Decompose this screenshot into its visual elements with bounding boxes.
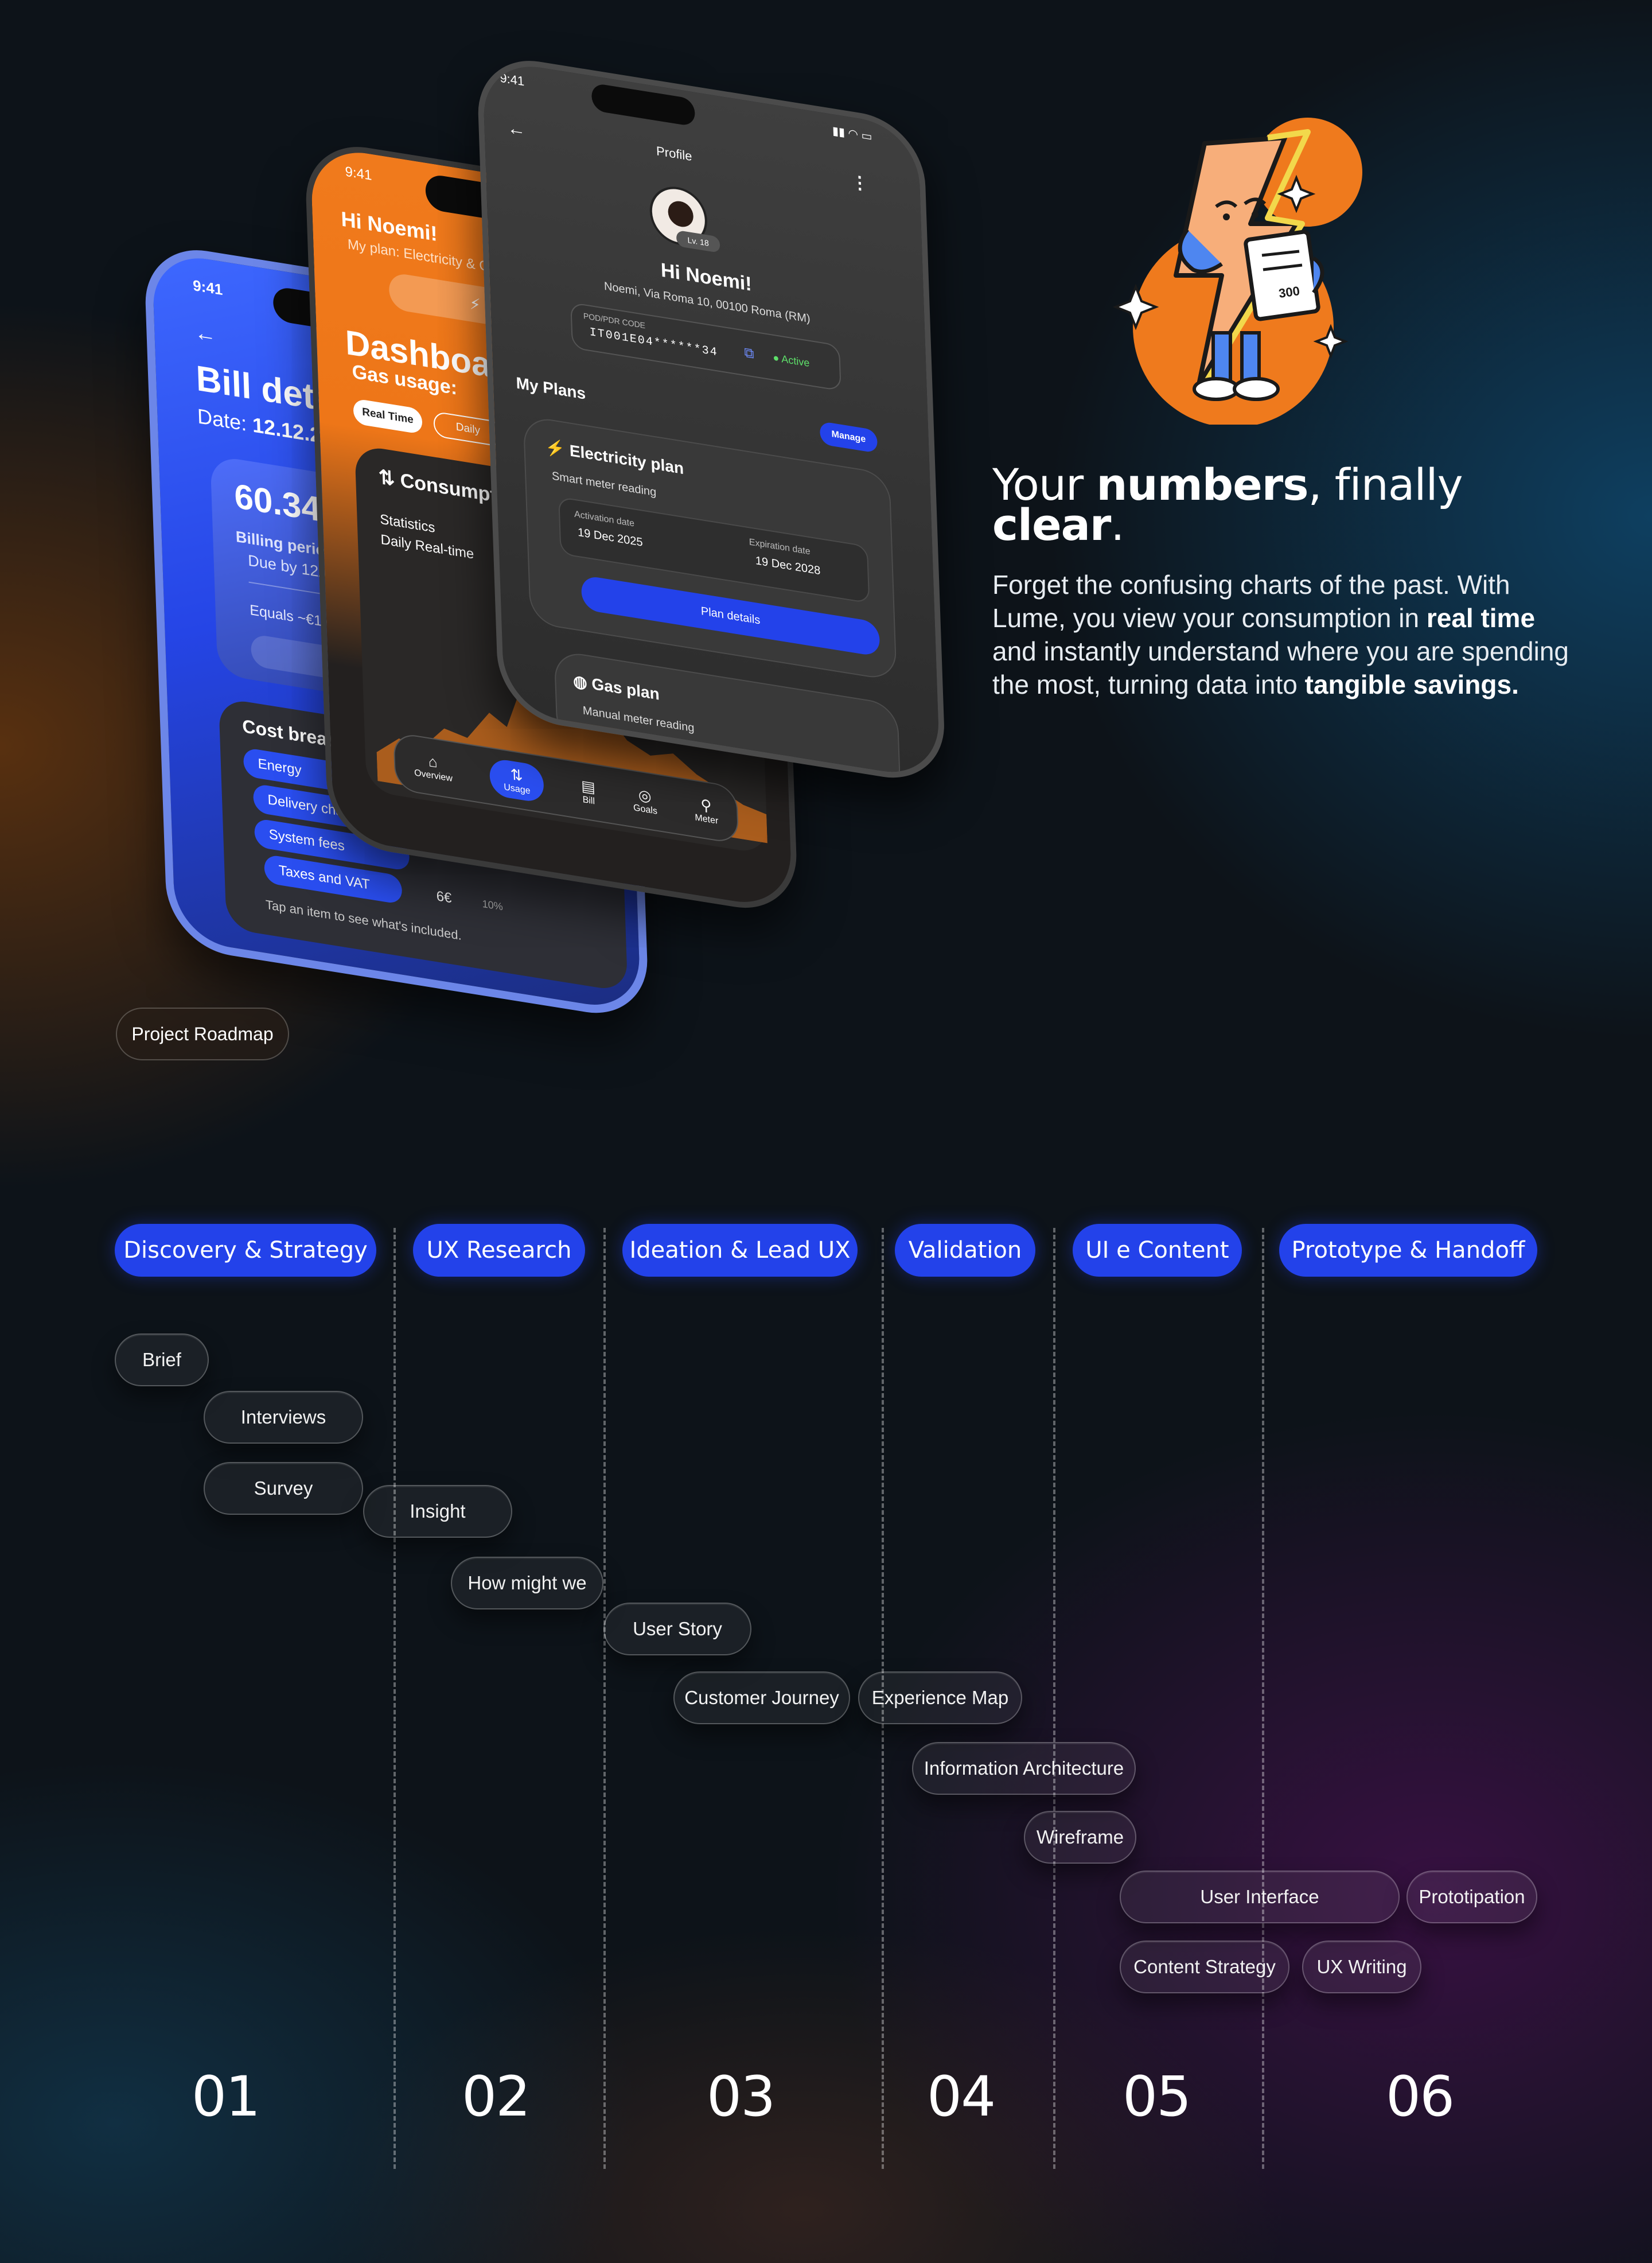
task-experience-map: Experience Map [858,1671,1022,1724]
status-time: 9:41 [192,276,223,299]
task-information-architecture: Information Architecture [912,1742,1136,1795]
phase-number: 05 [1123,2064,1191,2129]
phase-ideation: Ideation & Lead UX [622,1224,858,1277]
task-how-might-we: How might we [451,1557,603,1609]
more-icon[interactable]: ⋮ [851,172,869,195]
phase-prototype: Prototype & Handoff [1279,1224,1537,1277]
signal-battery-icon: ▮▮ ◠ ▭ [832,124,872,144]
task-survey: Survey [204,1462,363,1515]
task-ux-writing: UX Writing [1302,1941,1421,1993]
phase-divider [1262,1228,1264,2169]
phase-discovery: Discovery & Strategy [115,1224,376,1277]
nav-bill[interactable]: ▤Bill [580,776,596,807]
activation-value: 19 Dec 2025 [577,526,643,549]
task-insight: Insight [363,1485,512,1538]
phase-number: 04 [927,2064,996,2129]
avatar-face [667,199,694,229]
back-arrow-icon[interactable]: ← [506,116,526,141]
headline: Your numbers, finally clear. [992,459,1463,550]
tax-value: 6€ [436,888,452,907]
back-arrow-icon[interactable]: ← [194,320,217,348]
bill-icon: ▤ [580,776,596,796]
copy-icon[interactable]: ⧉ [743,344,755,362]
phase-number: 06 [1386,2064,1455,2129]
level-badge: Lv. 18 [676,230,720,254]
status-time: 9:41 [499,70,525,89]
phone-notch [591,83,696,127]
task-customer-journey: Customer Journey [673,1671,850,1724]
status-active: ● Active [773,351,810,370]
phase-number: 01 [192,2064,260,2129]
lightning-icon: ⚡ [469,294,481,314]
phase-validation: Validation [895,1224,1035,1277]
nav-meter[interactable]: ⚲Meter [695,795,719,826]
expiration-value: 19 Dec 2028 [755,554,821,578]
phase-number: 03 [707,2064,776,2129]
gas-sub: Manual meter reading [582,704,695,735]
nav-overview[interactable]: ⌂Overview [414,750,453,784]
phase-ui-content: UI e Content [1073,1224,1242,1277]
task-wireframe: Wireframe [1024,1811,1136,1864]
status-time: 9:41 [345,164,372,184]
phase-number: 02 [462,2064,531,2129]
electricity-plan-card: ⚡ Electricity plan Smart meter reading A… [523,415,897,682]
receipt-value: 300 [1278,283,1301,301]
flame-icon: ◍ [572,671,592,693]
task-interviews: Interviews [204,1391,363,1444]
phase-divider [393,1228,396,2169]
nav-usage[interactable]: ⇅Usage [489,757,545,804]
task-content-strategy: Content Strategy [1120,1941,1289,1993]
task-brief: Brief [115,1333,209,1386]
project-roadmap-tag: Project Roadmap [116,1008,289,1060]
lightning-icon: ⚡ [544,437,570,460]
intro-paragraph: Forget the confusing charts of the past.… [992,570,1569,699]
task-user-story: User Story [603,1603,751,1655]
manage-button[interactable]: Manage [819,421,878,453]
filter-realtime[interactable]: Real Time [353,398,423,435]
profile-header: Profile [656,143,692,164]
cost-hint: Tap an item to see what's included. [265,897,462,943]
phase-divider [1053,1228,1055,2169]
task-user-interface: User Interface [1120,1871,1400,1923]
phase-divider [603,1228,606,2169]
profile-phone: 9:41 ▮▮ ◠ ▭ ← Profile ⋮ Lv. 18 Hi Noemi!… [476,52,946,787]
pod-value: IT001E04******34 [589,325,719,360]
tax-pct: 10% [482,897,504,913]
stats-sub: Daily Real-time [380,531,474,562]
phase-ux-research: UX Research [413,1224,585,1277]
gas-title: ◍ Gas plan [572,671,660,703]
my-plans-title: My Plans [516,374,586,403]
arrows-icon: ⇅ [378,465,401,492]
nav-goals[interactable]: ◎Goals [633,785,658,816]
elec-sub: Smart meter reading [551,469,657,499]
task-prototipation: Prototipation [1406,1871,1537,1923]
lightning-mascot-illustration: 300 [1112,118,1362,425]
